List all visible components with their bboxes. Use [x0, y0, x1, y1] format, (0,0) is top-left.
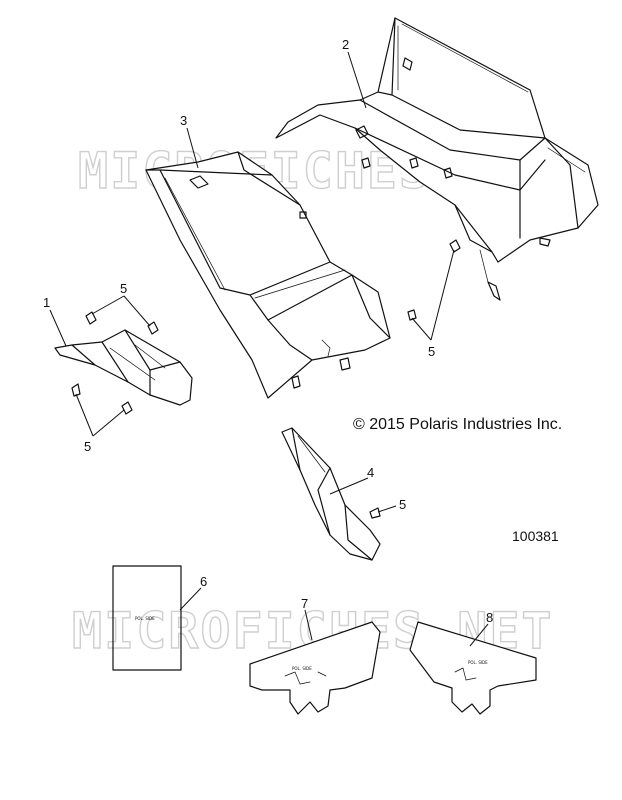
callout-2: 2 — [342, 37, 349, 52]
callouts: 2 3 1 5 5 5 4 5 6 7 8 — [43, 37, 493, 625]
callout-7: 7 — [301, 596, 308, 611]
part-6-decal-sheet[interactable]: POL. SIDE — [112, 565, 182, 671]
leader-lines — [49, 51, 489, 647]
decal-label-8: POL. SIDE — [468, 660, 488, 665]
callout-5-right: 5 — [428, 344, 435, 359]
part-5-fasteners[interactable] — [71, 157, 461, 519]
part-8-decal-right[interactable]: POL. SIDE — [409, 621, 537, 715]
diagram-number: 100381 — [512, 528, 559, 544]
part-1-bracket[interactable] — [54, 329, 193, 406]
copyright-notice: © 2015 Polaris Industries Inc. — [353, 416, 563, 433]
decal-label-7: POL. SIDE — [292, 666, 312, 671]
callout-8: 8 — [486, 610, 493, 625]
callout-4: 4 — [367, 465, 374, 480]
decal-label-6: POL. SIDE — [135, 616, 155, 621]
part-3-side-panel[interactable] — [145, 151, 391, 399]
part-2-rear-panel[interactable] — [275, 17, 599, 301]
callout-5-upper-left: 5 — [120, 281, 127, 296]
callout-3: 3 — [180, 113, 187, 128]
callout-1: 1 — [43, 295, 50, 310]
callout-6: 6 — [200, 574, 207, 589]
callout-5-lower-left: 5 — [84, 439, 91, 454]
callout-5-lower: 5 — [399, 497, 406, 512]
part-7-decal-left[interactable]: POL. SIDE — [249, 621, 381, 715]
